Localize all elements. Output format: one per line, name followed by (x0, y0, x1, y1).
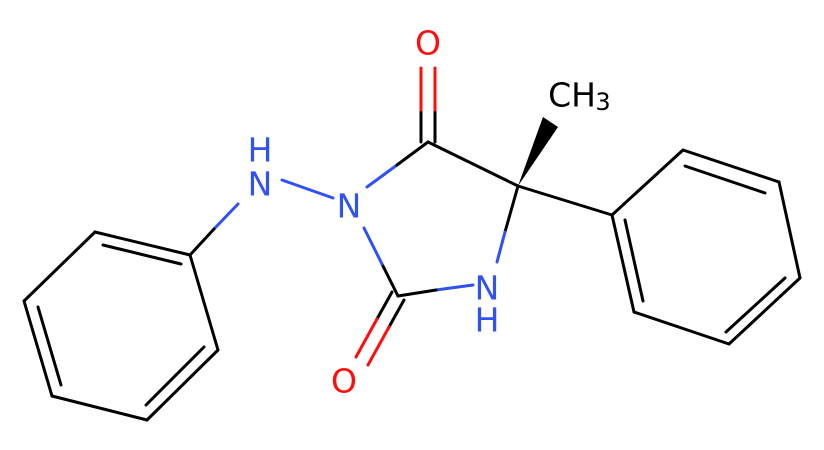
bond (101, 243, 183, 266)
bond (354, 317, 379, 359)
bond (144, 345, 206, 407)
bond (280, 178, 335, 200)
oxygen-top-label: O (415, 24, 441, 63)
bond (188, 253, 220, 352)
bond (724, 276, 787, 334)
stereo-wedge-bond (518, 117, 558, 186)
bond (396, 288, 438, 298)
bond (380, 262, 400, 298)
bond (93, 230, 192, 257)
bond (727, 276, 802, 346)
bond (366, 325, 391, 367)
anilino-nh-group: H N (248, 131, 273, 204)
left-phenyl-ring (22, 230, 220, 422)
ring-nh-hydrogen-label: H (475, 301, 500, 340)
bond (212, 202, 240, 231)
bond (22, 299, 54, 398)
anilino-hydrogen-label: H (248, 131, 273, 170)
methyl-group: CH 3 (548, 76, 611, 117)
anilino-nitrogen-label: N (248, 165, 273, 204)
bond (395, 140, 430, 167)
bond (375, 290, 394, 321)
ring-nh-nitrogen-label: N (475, 269, 500, 308)
bond (22, 230, 97, 303)
methyl-subscript: 3 (595, 88, 610, 116)
bond (610, 213, 636, 314)
bond (362, 226, 384, 266)
bond (434, 283, 475, 292)
hydantoin-ring (188, 66, 614, 367)
bond (683, 164, 767, 195)
bond (36, 305, 63, 387)
bond (495, 230, 507, 264)
oxygen-bottom-label: O (331, 362, 357, 401)
bond (632, 310, 731, 346)
ring-nitrogen-label: N (337, 187, 362, 226)
bond (50, 394, 149, 422)
bond (681, 148, 781, 184)
methyl-label: CH (548, 76, 596, 115)
bond (610, 148, 685, 217)
bond (516, 184, 614, 217)
ring-nh-group: N H (475, 269, 500, 340)
bond (777, 180, 802, 280)
bond (426, 140, 520, 188)
bond (365, 163, 399, 189)
bond (145, 348, 220, 422)
right-phenyl-ring (610, 148, 802, 346)
bond (387, 298, 406, 329)
bond (623, 218, 645, 303)
bond (188, 227, 216, 257)
bond (503, 184, 520, 234)
